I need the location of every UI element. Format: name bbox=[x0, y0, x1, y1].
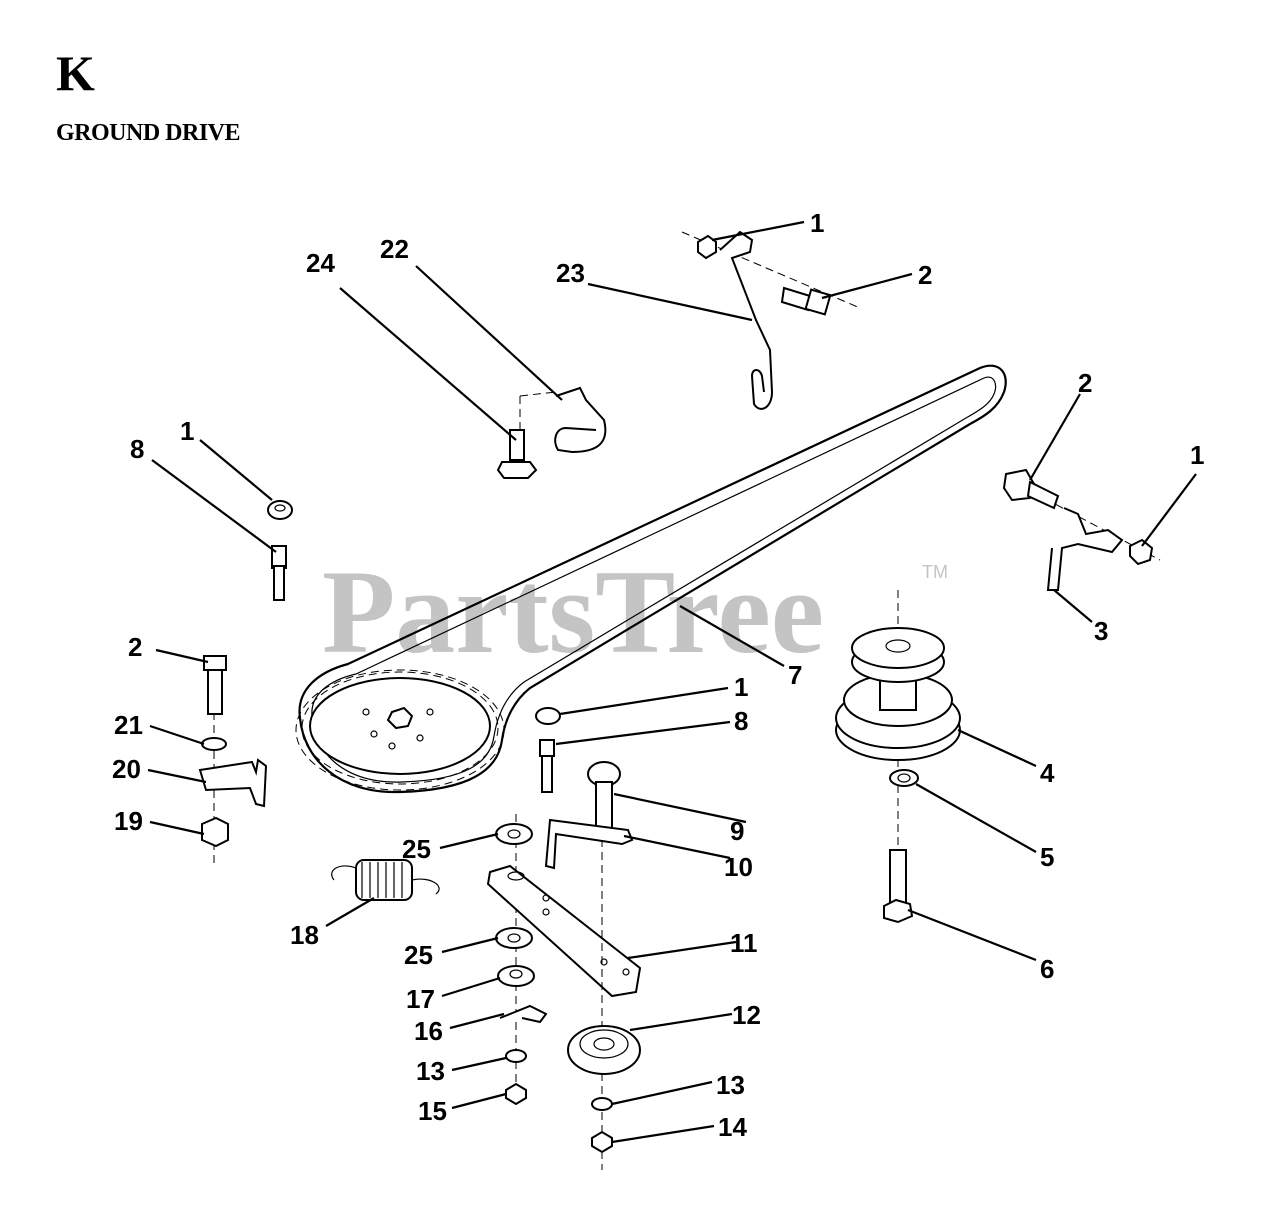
callout-1: 1 bbox=[734, 672, 748, 702]
callout-1: 1 bbox=[1190, 440, 1204, 470]
idler-pulley bbox=[567, 1025, 641, 1154]
callout-8: 8 bbox=[130, 434, 144, 464]
callout-1: 1 bbox=[180, 416, 194, 446]
watermark-trademark: TM bbox=[922, 562, 948, 582]
pulley-assembly bbox=[835, 590, 961, 924]
callout-23: 23 bbox=[556, 258, 585, 288]
callout-14: 14 bbox=[718, 1112, 747, 1142]
callout-22: 22 bbox=[380, 234, 409, 264]
callout-10: 10 bbox=[724, 852, 753, 882]
idler-bracket-top bbox=[681, 230, 861, 410]
callout-7: 7 bbox=[788, 660, 802, 690]
callout-16: 16 bbox=[414, 1016, 443, 1046]
carriage-bolt-bracket bbox=[544, 761, 634, 1170]
callout-9: 9 bbox=[730, 816, 744, 846]
callout-4: 4 bbox=[1040, 758, 1055, 788]
callout-25: 25 bbox=[402, 834, 431, 864]
callout-8: 8 bbox=[734, 706, 748, 736]
leader-lines bbox=[147, 220, 1197, 1144]
watermark: PartsTree bbox=[322, 545, 824, 678]
section-title: GROUND DRIVE bbox=[56, 120, 241, 146]
callout-25: 25 bbox=[404, 940, 433, 970]
callout-1: 1 bbox=[810, 208, 824, 238]
section-letter: K bbox=[56, 45, 95, 101]
bracket-22 bbox=[496, 386, 607, 479]
callout-3: 3 bbox=[1094, 616, 1108, 646]
callouts: 1 2 23 24 22 2 1 8 1 3 7 2 1 8 21 4 20 9… bbox=[112, 208, 1204, 1142]
callout-2: 2 bbox=[918, 260, 932, 290]
callout-19: 19 bbox=[114, 806, 143, 836]
callout-2: 2 bbox=[1078, 368, 1092, 398]
callout-5: 5 bbox=[1040, 842, 1054, 872]
callout-2: 2 bbox=[128, 632, 142, 662]
left-hardware bbox=[198, 655, 268, 866]
callout-12: 12 bbox=[732, 1000, 761, 1030]
callout-20: 20 bbox=[112, 754, 141, 784]
spring bbox=[331, 859, 440, 901]
stud-bolt-left bbox=[267, 500, 293, 601]
callout-11: 11 bbox=[730, 928, 758, 958]
callout-17: 17 bbox=[406, 984, 435, 1014]
belt-guide-rod bbox=[1002, 468, 1161, 591]
callout-21: 21 bbox=[114, 710, 143, 740]
callout-15: 15 bbox=[418, 1096, 447, 1126]
callout-13: 13 bbox=[716, 1070, 745, 1100]
callout-24: 24 bbox=[306, 248, 335, 278]
callout-13: 13 bbox=[416, 1056, 445, 1086]
drive-belt bbox=[295, 364, 1007, 794]
callout-18: 18 bbox=[290, 920, 319, 950]
callout-6: 6 bbox=[1040, 954, 1054, 984]
